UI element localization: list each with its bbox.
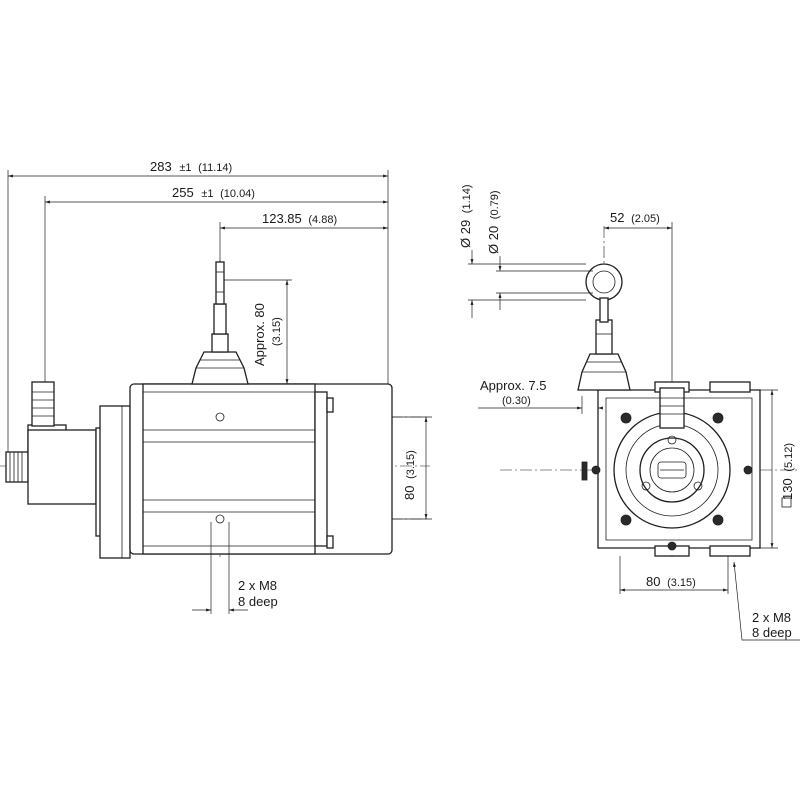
dim-approx-text: Approx. 80: [252, 303, 267, 366]
thread-side-line2: 8 deep: [238, 594, 278, 609]
front-view: Ø 29 (1.14) Ø 20 (0.79) 52 (2.05) Approx…: [458, 184, 800, 641]
dim-ring-outer-text: Ø 29 (1.14): [458, 184, 473, 248]
side-connector: [5, 381, 97, 505]
side-encoder-housing: [95, 405, 131, 559]
dim-offset-text: 52 (2.05): [610, 210, 660, 225]
side-view: 283 ±1 (11.14) 255 ±1 (10.04) 123.85 (4.…: [0, 159, 432, 614]
dim-approx-front-inch-text: (0.30): [502, 395, 531, 407]
dim-approx-inch-text: (3.15): [271, 317, 283, 346]
dim-leader-thread-front: [733, 561, 800, 641]
dim-body-text: 255 ±1 (10.04): [172, 185, 255, 200]
front-screws: [591, 412, 753, 551]
dim-height-text: 80 (3.15): [402, 450, 417, 500]
front-housing: [581, 381, 761, 557]
side-cable-exit: [191, 261, 249, 385]
square-symbol: [781, 497, 792, 508]
dim-approx-front-text: Approx. 7.5: [480, 378, 547, 393]
ring-inner: [592, 270, 616, 294]
dim-cable-exit-text: 123.85 (4.88): [262, 211, 337, 226]
side-main-body: [129, 383, 393, 555]
thread-front-line1: 2 x M8: [752, 610, 791, 625]
ring-outer: [585, 263, 623, 301]
thread-front-line2: 8 deep: [752, 625, 792, 640]
dim-bottom-text: 80 (3.15): [646, 574, 696, 589]
side-thread-hole-top: [215, 412, 225, 422]
front-cable-exit: [577, 263, 631, 391]
front-connector: [659, 387, 685, 429]
dim-overall-text: 283 ±1 (11.14): [150, 159, 232, 174]
dim-ring-inner-text: Ø 20 (0.79): [486, 190, 501, 254]
dim-square-text: 130 (5.12): [780, 443, 795, 500]
side-thread-hole-bottom: [215, 514, 225, 524]
thread-side-line1: 2 x M8: [238, 578, 277, 593]
